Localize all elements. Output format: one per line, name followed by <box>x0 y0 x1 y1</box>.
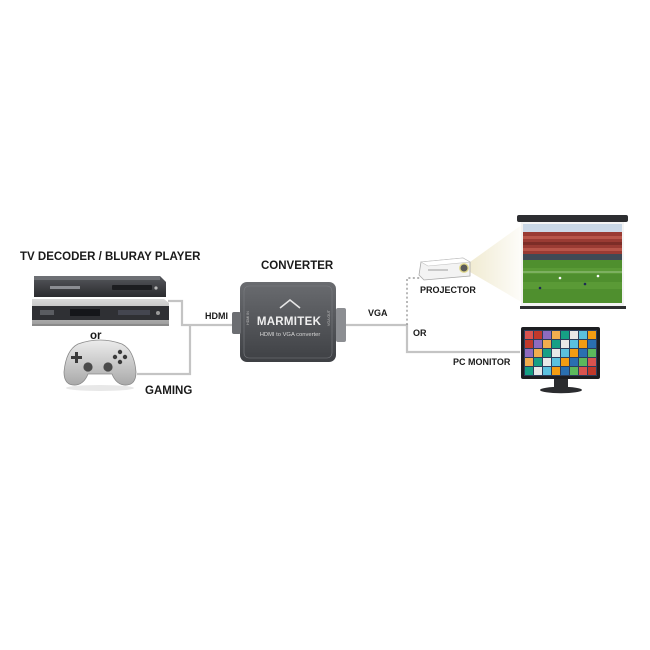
monitor-tile <box>570 358 578 366</box>
cables <box>137 277 520 376</box>
pc-monitor-label: PC MONITOR <box>453 357 511 367</box>
monitor-tile <box>579 358 587 366</box>
converter-title: CONVERTER <box>261 260 334 272</box>
monitor-tile <box>534 331 542 339</box>
monitor-tile <box>552 358 560 366</box>
monitor-tile <box>543 331 551 339</box>
monitor-tile <box>525 349 533 357</box>
monitor-tile <box>534 349 542 357</box>
monitor-tile <box>552 331 560 339</box>
gamepad-icon <box>63 339 137 391</box>
vga-label: VGA <box>368 308 388 318</box>
monitor-tile <box>525 331 533 339</box>
projector-branch-dotted <box>406 277 420 325</box>
hdmi-label: HDMI <box>205 311 228 321</box>
converter-port-right: VGA OUT <box>327 309 331 326</box>
monitor-tile <box>534 340 542 348</box>
monitor-tile <box>534 358 542 366</box>
monitor-tile <box>543 367 551 375</box>
monitor-tile <box>579 331 587 339</box>
bluray-player-icon <box>34 276 166 297</box>
monitor-tile <box>570 331 578 339</box>
monitor-tile <box>543 349 551 357</box>
monitor-tile <box>525 367 533 375</box>
source-title: TV DECODER / BLURAY PLAYER <box>20 251 201 263</box>
converter-box-icon: MARMITEK HDMI to VGA converter HDMI IN V… <box>232 282 346 362</box>
monitor-tile <box>570 340 578 348</box>
converter-subtitle: HDMI to VGA converter <box>260 332 321 338</box>
gaming-label: GAMING <box>145 385 192 397</box>
monitor-tile <box>588 367 596 375</box>
projector-beam <box>470 224 523 303</box>
or-upper-label: OR <box>413 328 427 338</box>
monitor-tile <box>588 340 596 348</box>
monitor-tile <box>552 340 560 348</box>
monitor-tile <box>588 358 596 366</box>
gaming-cable <box>137 325 192 376</box>
monitor-tile <box>543 340 551 348</box>
projector-icon <box>418 224 523 303</box>
monitor-tile <box>552 367 560 375</box>
monitor-tile <box>570 349 578 357</box>
monitor-tile <box>534 367 542 375</box>
tv-decoder-icon <box>32 299 169 326</box>
monitor-screen-tiles <box>525 331 596 375</box>
projection-screen-icon <box>517 215 628 309</box>
monitor-tile <box>561 367 569 375</box>
monitor-tile <box>525 358 533 366</box>
monitor-tile <box>561 358 569 366</box>
monitor-tile <box>579 349 587 357</box>
monitor-tile <box>579 367 587 375</box>
monitor-tile <box>561 349 569 357</box>
labels: TV DECODER / BLURAY PLAYER CONVERTER or … <box>20 251 511 397</box>
monitor-tile <box>561 331 569 339</box>
monitor-tile <box>561 340 569 348</box>
monitor-tile <box>570 367 578 375</box>
projector-label: PROJECTOR <box>420 285 476 295</box>
converter-brand: MARMITEK <box>257 316 322 328</box>
hdmi-cable <box>168 299 240 327</box>
converter-port-left: HDMI IN <box>246 311 250 325</box>
or-lower-label: or <box>90 330 102 342</box>
monitor-tile <box>579 340 587 348</box>
monitor-tile <box>525 340 533 348</box>
monitor-tile <box>588 331 596 339</box>
monitor-tile <box>543 358 551 366</box>
monitor-tile <box>588 349 596 357</box>
vga-cable <box>346 323 520 354</box>
pc-monitor-icon <box>521 327 600 394</box>
monitor-tile <box>552 349 560 357</box>
